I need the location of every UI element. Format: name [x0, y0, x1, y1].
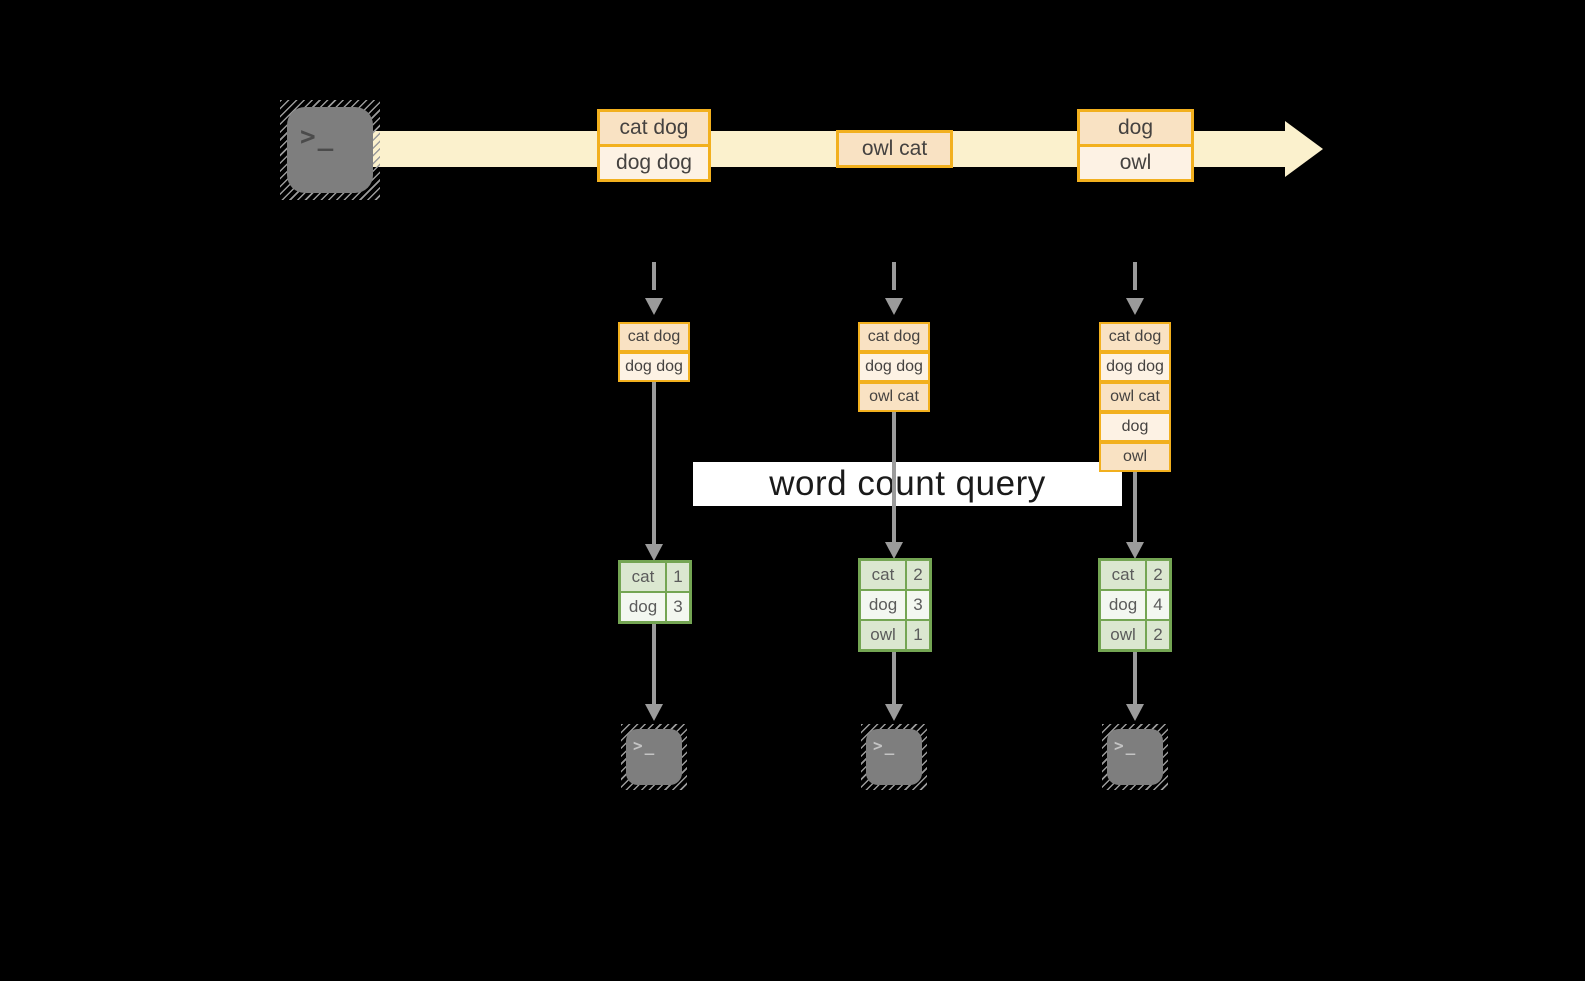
stream-record: cat dog — [597, 109, 711, 147]
stack-record: dog — [1099, 412, 1171, 442]
terminal-sink-screen — [866, 729, 922, 785]
dashed-arrow-shaft — [652, 262, 656, 290]
stack-record: owl cat — [858, 382, 930, 412]
terminal-prompt-glyph: >_ — [1114, 736, 1138, 755]
result-count: 2 — [1147, 621, 1169, 649]
dashed-arrow-head-icon — [645, 298, 663, 315]
result-word: dog — [861, 591, 905, 619]
terminal-source-icon: >_ — [280, 100, 380, 200]
result-count: 4 — [1147, 591, 1169, 619]
stack-record: cat dog — [858, 322, 930, 352]
query-arrow-shaft — [652, 380, 656, 546]
stream-record: owl — [1077, 144, 1194, 182]
result-count: 3 — [667, 593, 689, 621]
output-arrow-shaft — [652, 624, 656, 706]
result-count: 2 — [1147, 561, 1169, 589]
result-word: dog — [1101, 591, 1145, 619]
stream-record: owl cat — [836, 130, 953, 168]
stream-record: dog — [1077, 109, 1194, 147]
result-table-1: cat 1 dog 3 — [618, 560, 692, 624]
terminal-prompt-glyph: >_ — [633, 736, 657, 755]
stack-record: dog dog — [1099, 352, 1171, 382]
result-table-3: cat 2 dog 4 owl 2 — [1098, 558, 1172, 652]
terminal-sink-icon: >_ — [1102, 724, 1168, 790]
terminal-sink-screen — [626, 729, 682, 785]
terminal-prompt-glyph: >_ — [873, 736, 897, 755]
stack-record: cat dog — [1099, 322, 1171, 352]
stream-record: dog dog — [597, 144, 711, 182]
dashed-arrow-head-icon — [885, 298, 903, 315]
result-word: owl — [861, 621, 905, 649]
stream-record-box-2: owl cat — [836, 130, 953, 168]
query-label: word count query — [693, 462, 1122, 506]
output-arrow-head-icon — [885, 704, 903, 721]
dashed-arrow-shaft — [1133, 262, 1137, 290]
result-table-2: cat 2 dog 3 owl 1 — [858, 558, 932, 652]
output-arrow-shaft — [1133, 652, 1137, 706]
query-arrow-shaft — [892, 410, 896, 544]
result-count: 3 — [907, 591, 929, 619]
result-count: 1 — [907, 621, 929, 649]
stack-record: owl — [1099, 442, 1171, 472]
result-word: cat — [1101, 561, 1145, 589]
query-arrow-shaft — [1133, 470, 1137, 544]
query-arrow-head-icon — [885, 542, 903, 559]
terminal-sink-icon: >_ — [621, 724, 687, 790]
terminal-sink-screen — [1107, 729, 1163, 785]
terminal-prompt-glyph: >_ — [300, 122, 336, 152]
output-arrow-head-icon — [645, 704, 663, 721]
result-count: 2 — [907, 561, 929, 589]
record-stack-3: cat dog dog dog owl cat dog owl — [1099, 322, 1171, 472]
stack-record: owl cat — [1099, 382, 1171, 412]
stream-record-box-3: dog owl — [1077, 109, 1194, 182]
record-stack-1: cat dog dog dog — [618, 322, 690, 382]
query-arrow-head-icon — [1126, 542, 1144, 559]
input-stream-arrowhead-icon — [1285, 121, 1323, 177]
result-word: cat — [861, 561, 905, 589]
record-stack-2: cat dog dog dog owl cat — [858, 322, 930, 412]
stack-record: dog dog — [858, 352, 930, 382]
result-word: owl — [1101, 621, 1145, 649]
query-arrow-head-icon — [645, 544, 663, 561]
result-word: cat — [621, 563, 665, 591]
dashed-arrow-head-icon — [1126, 298, 1144, 315]
result-word: dog — [621, 593, 665, 621]
stream-record-box-1: cat dog dog dog — [597, 109, 711, 182]
output-arrow-shaft — [892, 652, 896, 706]
stack-record: cat dog — [618, 322, 690, 352]
dashed-arrow-shaft — [892, 262, 896, 290]
terminal-source-screen — [287, 107, 373, 193]
output-arrow-head-icon — [1126, 704, 1144, 721]
terminal-sink-icon: >_ — [861, 724, 927, 790]
stack-record: dog dog — [618, 352, 690, 382]
result-count: 1 — [667, 563, 689, 591]
